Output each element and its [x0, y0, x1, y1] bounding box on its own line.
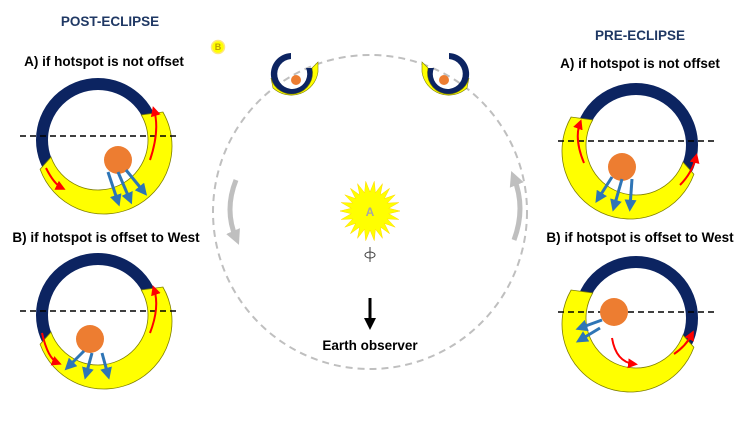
- planet-post-eclipse-case-b: [20, 253, 176, 390]
- earth-observer-label: Earth observer: [322, 338, 418, 353]
- flux-arrow: [82, 352, 94, 380]
- hotspot: [600, 298, 628, 326]
- day-side-crescent: [39, 286, 173, 390]
- rotation-arrow: [679, 153, 700, 186]
- flux-arrow: [575, 326, 601, 343]
- rotation-arrow: [673, 330, 694, 355]
- star-a: A: [339, 181, 401, 241]
- post-case-a-label: A) if hotspot is not offset: [24, 54, 184, 69]
- orbit-direction-arrow-right: [509, 171, 524, 241]
- hotspot: [608, 153, 636, 181]
- rotation-arrow: [611, 337, 638, 369]
- svg-text:A: A: [366, 205, 375, 219]
- pre-eclipse-title: PRE-ECLIPSE: [595, 28, 685, 43]
- orbit-planet-left: [270, 53, 319, 96]
- flux-arrow: [124, 169, 148, 196]
- planet-pre-eclipse-case-a: [558, 83, 714, 220]
- flux-arrow: [100, 352, 112, 380]
- post-case-b-label: B) if hotspot is offset to West: [12, 230, 200, 245]
- flux-arrow: [64, 349, 86, 371]
- pre-case-a-label: A) if hotspot is not offset: [560, 56, 720, 71]
- planet-post-eclipse-case-a: [20, 78, 176, 215]
- rotation-arrow: [149, 285, 161, 334]
- planet-pre-eclipse-case-b: [558, 256, 714, 393]
- orbit-path: [212, 54, 528, 370]
- pre-case-b-label: B) if hotspot is offset to West: [546, 230, 734, 245]
- flux-arrow: [106, 171, 122, 207]
- hotspot: [76, 325, 104, 353]
- flux-arrow: [575, 318, 603, 332]
- orbit-planet-right: [421, 53, 470, 96]
- day-side-crescent: [561, 289, 695, 393]
- svg-text:B: B: [215, 42, 222, 52]
- day-side-crescent: [561, 116, 695, 220]
- rotation-arrow: [573, 119, 585, 164]
- star-rotation-icon: [364, 247, 376, 262]
- flux-arrow: [116, 171, 133, 205]
- flux-arrow: [595, 176, 614, 204]
- companion-b-marker: B: [210, 39, 226, 55]
- orbit-direction-arrow-left: [226, 179, 240, 245]
- flux-arrow: [624, 178, 637, 212]
- post-eclipse-title: POST-ECLIPSE: [61, 14, 159, 29]
- flux-arrow: [610, 178, 624, 212]
- rotation-arrow: [41, 332, 62, 366]
- hotspot: [104, 146, 132, 174]
- rotation-arrow: [45, 167, 66, 190]
- rotation-arrow: [149, 106, 161, 161]
